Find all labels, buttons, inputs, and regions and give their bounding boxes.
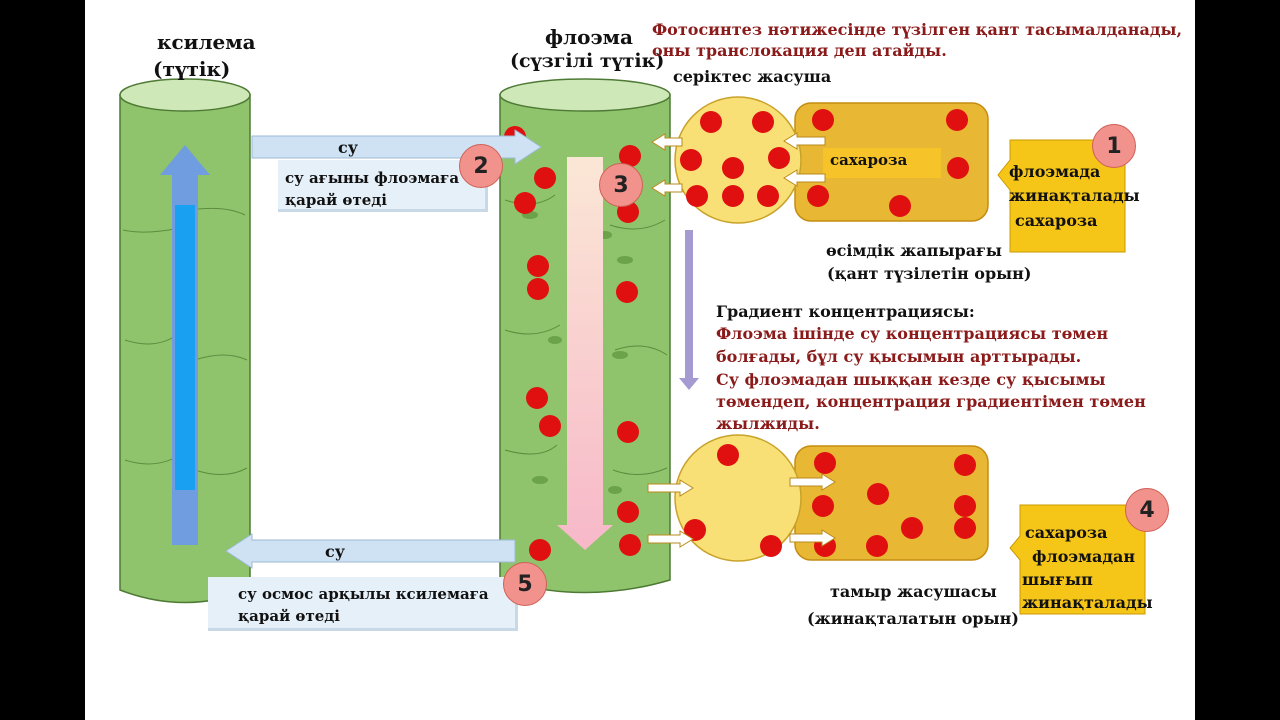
note-4-line-3: шығып (1022, 570, 1093, 589)
title-line-1: Фотосинтез нәтижесінде түзілген қант тас… (652, 20, 1183, 39)
up-arrow-icon (160, 145, 210, 545)
gradient-line-5: жылжиды. (716, 414, 820, 433)
water-top-desc-1: су ағыны флоэмаға (285, 169, 460, 187)
step-badge-1: 1 (1092, 124, 1136, 168)
companion-cell-label: серіктес жасуша (673, 67, 832, 86)
companion-cell-root (674, 434, 802, 562)
diagram-canvas: ксилема (түтік) флоэма (сүзгілі түтік) Ф… (85, 0, 1195, 720)
note-1-line-3: сахароза (1015, 211, 1098, 230)
water-bottom-desc-2: қарай өтеді (238, 607, 340, 625)
xylem-label: ксилема (157, 30, 256, 54)
left-arrow-icon (651, 132, 826, 197)
title-line-2: оны транслокация деп атайды. (652, 41, 947, 60)
leaf-sucrose-dots (680, 109, 969, 217)
step-badge-5: 5 (503, 562, 547, 606)
phloem-label: флоэма (545, 25, 633, 49)
left-arrow-icon (225, 533, 516, 569)
down-arrow-icon (557, 157, 613, 550)
gradient-line-4: төмендеп, концентрация градиентімен төме… (716, 392, 1146, 411)
note-4-line-4: жинақталады (1022, 593, 1153, 612)
note-4-line-1: сахароза (1025, 523, 1108, 542)
note-1-line-2: жинақталады (1009, 186, 1140, 205)
note-shapes (997, 139, 1146, 615)
gradient-heading: Градиент концентрациясы: (716, 302, 975, 321)
sucrose-leaf-label: сахароза (830, 151, 908, 169)
step-badge-2: 2 (459, 144, 503, 188)
down-arrow-icon (679, 230, 699, 390)
step-badge-4: 4 (1125, 488, 1169, 532)
gradient-line-1: Флоэма ішінде су концентрациясы төмен (716, 324, 1109, 343)
water-bottom-label: су (325, 542, 345, 561)
leaf-label: өсімдік жапырағы (826, 241, 1002, 260)
root-label: тамыр жасушасы (830, 582, 997, 601)
water-top-label: су (338, 138, 358, 157)
xylem-sub-label: (түтік) (153, 57, 231, 81)
diagram-graphics (119, 78, 989, 604)
root-sub-label: (жинақталатын орын) (807, 609, 1019, 628)
step-badge-3: 3 (599, 163, 643, 207)
note-4-line-2: флоэмадан (1032, 547, 1136, 566)
leaf-sub-label: (қант түзілетін орын) (827, 264, 1032, 283)
leaf-cell (794, 102, 989, 222)
note-1-line-1: флоэмада (1009, 162, 1101, 181)
phloem-sub-label: (сүзгілі түтік) (510, 50, 665, 72)
root-sucrose-dots (684, 444, 976, 557)
water-top-desc-2: қарай өтеді (285, 191, 387, 209)
gradient-line-3: Су флоэмадан шыққан кезде су қысымы (716, 370, 1106, 389)
gradient-line-2: болғады, бұл су қысымын арттырады. (716, 347, 1082, 366)
right-arrow-icon (647, 473, 836, 548)
water-bottom-desc-1: су осмос арқылы ксилемаға (238, 585, 489, 603)
water-bottom-desc-box (208, 577, 518, 631)
